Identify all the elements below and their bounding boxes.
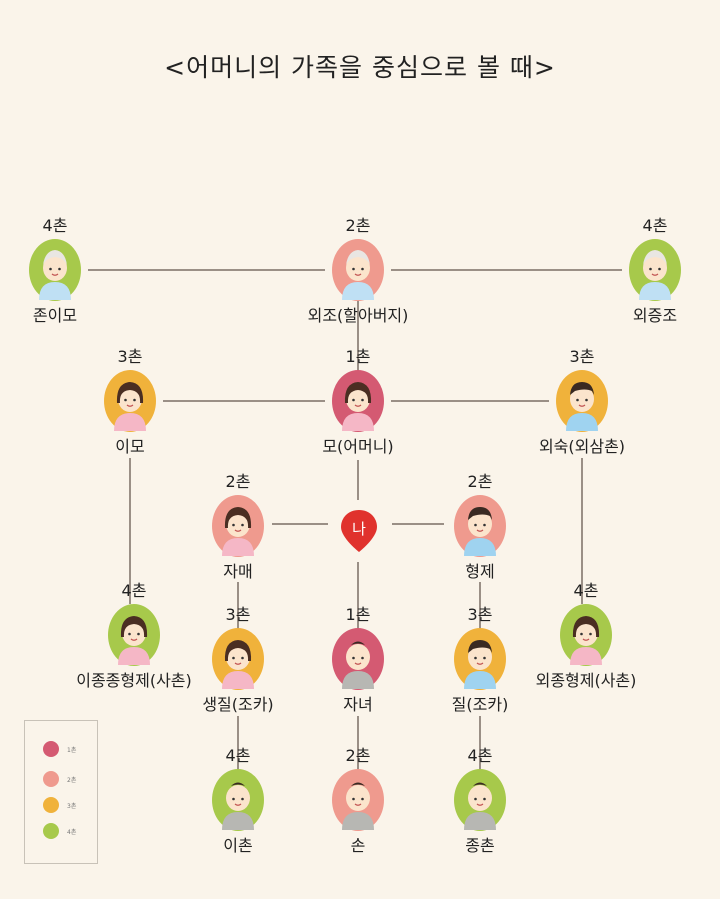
legend-swatch bbox=[43, 771, 59, 787]
grandchild-avatar-icon bbox=[211, 768, 265, 832]
legend-item: 3촌 bbox=[43, 797, 76, 813]
woman-avatar-icon bbox=[103, 369, 157, 433]
relation-label: 이촌 bbox=[223, 836, 253, 855]
grandchild-avatar-icon bbox=[453, 768, 507, 832]
me-location-pin-icon: 나 bbox=[341, 510, 377, 552]
degree-label: 4촌 bbox=[642, 216, 668, 235]
cousin-avatar-icon bbox=[559, 603, 613, 667]
degree-label: 4촌 bbox=[121, 581, 147, 600]
relation-label: 자녀 bbox=[343, 695, 373, 714]
degree-label: 2촌 bbox=[225, 472, 251, 491]
legend-swatch bbox=[43, 741, 59, 757]
relation-label: 외조(할아버지) bbox=[307, 306, 409, 325]
legend-label: 4촌 bbox=[67, 828, 77, 836]
child-avatar-icon bbox=[331, 627, 385, 691]
great-grandfather-avatar-icon bbox=[628, 238, 682, 302]
cousin-avatar-icon bbox=[107, 603, 161, 667]
degree-label: 1촌 bbox=[345, 605, 371, 624]
degree-label: 4촌 bbox=[467, 746, 493, 765]
relation-label: 형제 bbox=[465, 562, 495, 581]
niece-avatar-icon bbox=[211, 627, 265, 691]
degree-label: 4촌 bbox=[573, 581, 599, 600]
relation-label: 외숙(외삼촌) bbox=[538, 437, 626, 456]
boy-avatar-icon bbox=[453, 494, 507, 558]
relation-label: 외증조 bbox=[632, 306, 678, 325]
legend-item: 2촌 bbox=[43, 771, 76, 787]
relation-label: 종촌 bbox=[465, 836, 495, 855]
degree-label: 2촌 bbox=[467, 472, 493, 491]
grandfather-avatar-icon bbox=[331, 238, 385, 302]
legend-label: 2촌 bbox=[67, 776, 77, 784]
relation-label: 이종종형제(사촌) bbox=[76, 671, 192, 690]
degree-label: 3촌 bbox=[569, 347, 595, 366]
degree-label: 4촌 bbox=[225, 746, 251, 765]
degree-label: 3촌 bbox=[467, 605, 493, 624]
degree-label: 1촌 bbox=[345, 347, 371, 366]
relation-label: 손 bbox=[350, 836, 366, 855]
relation-label: 자매 bbox=[223, 562, 253, 581]
girl-avatar-icon bbox=[211, 494, 265, 558]
degree-label: 3촌 bbox=[225, 605, 251, 624]
relation-label: 질(조카) bbox=[451, 695, 509, 714]
degree-label: 2촌 bbox=[345, 746, 371, 765]
mother-avatar-icon bbox=[331, 369, 385, 433]
grandchild-avatar-icon bbox=[331, 768, 385, 832]
legend-item: 4촌 bbox=[43, 823, 76, 839]
man-avatar-icon bbox=[555, 369, 609, 433]
relation-label: 모(어머니) bbox=[322, 437, 394, 456]
legend-label: 1촌 bbox=[67, 746, 77, 754]
relation-label: 이모 bbox=[115, 437, 145, 456]
relation-label: 외종형제(사촌) bbox=[535, 671, 637, 690]
legend-label: 3촌 bbox=[67, 802, 77, 810]
degree-label: 2촌 bbox=[345, 216, 371, 235]
page-title: <어머니의 가족을 중심으로 볼 때> bbox=[164, 53, 556, 82]
legend: 1촌 2촌 3촌 4촌 bbox=[24, 720, 98, 864]
nephew-avatar-icon bbox=[453, 627, 507, 691]
legend-swatch bbox=[43, 797, 59, 813]
relation-label: 존이모 bbox=[32, 306, 78, 325]
degree-label: 4촌 bbox=[42, 216, 68, 235]
relation-label: 생질(조카) bbox=[202, 695, 274, 714]
degree-label: 3촌 bbox=[117, 347, 143, 366]
legend-swatch bbox=[43, 823, 59, 839]
me-label: 나 bbox=[352, 520, 366, 538]
grandmother-avatar-icon bbox=[28, 238, 82, 302]
legend-item: 1촌 bbox=[43, 741, 76, 757]
